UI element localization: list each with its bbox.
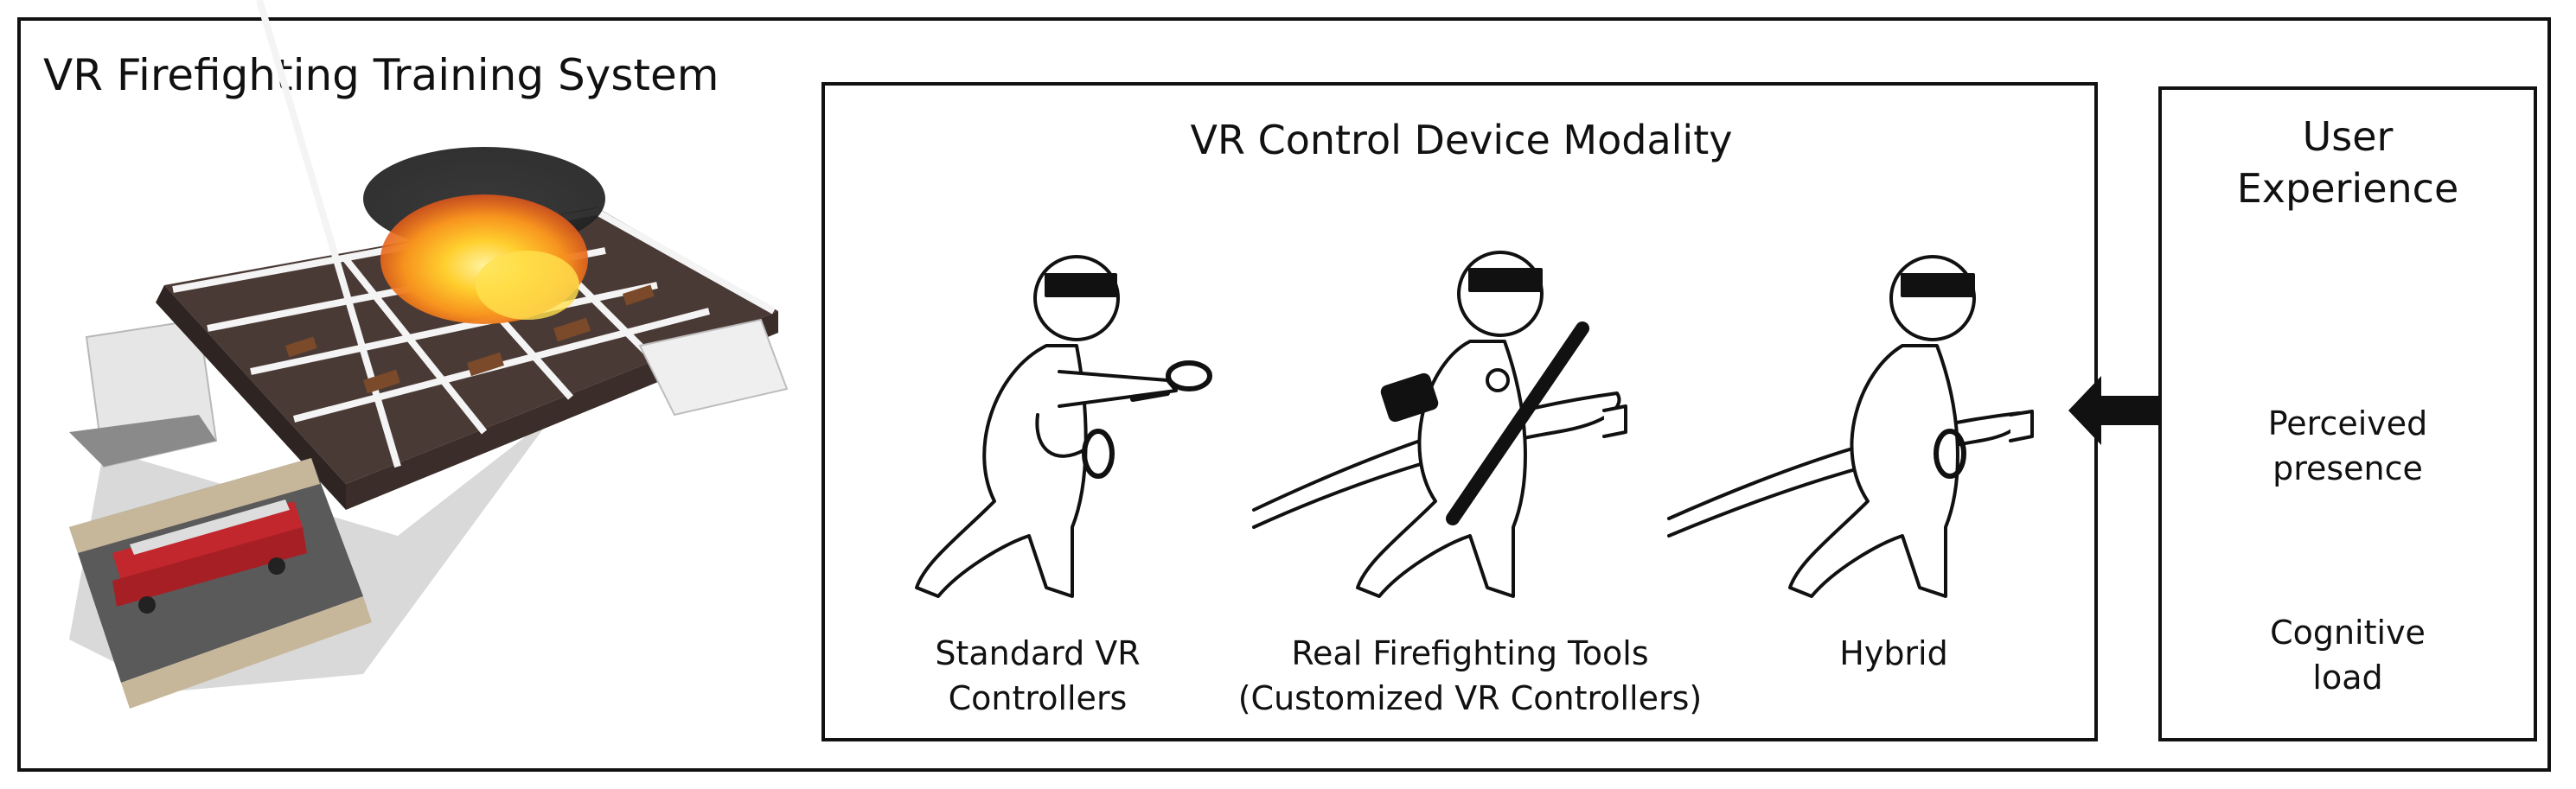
fire-core	[476, 251, 579, 320]
system-title: VR Firefighting Training System	[43, 50, 719, 100]
building-side	[156, 285, 346, 510]
figure-real-tools	[1252, 251, 1627, 598]
fire-axe-pole	[1446, 321, 1589, 525]
vr-controller-icon	[1082, 429, 1115, 479]
vr-headset-icon	[1901, 273, 1975, 297]
hose-coupling-icon	[1602, 404, 1627, 438]
sidewalk-lower	[121, 596, 372, 709]
annex-roof	[69, 415, 216, 467]
user-experience-title: User Experience	[2236, 113, 2459, 212]
furniture	[285, 284, 655, 394]
figure-frame	[17, 17, 2551, 772]
option-label-real-tools: Real Firefighting Tools (Customized VR C…	[1237, 634, 1703, 717]
option-label-hybrid: Hybrid	[1839, 634, 1948, 672]
modality-title: VR Control Device Modality	[1190, 117, 1733, 163]
vr-scene-illustration	[69, 0, 789, 709]
right-wing	[638, 318, 789, 417]
nozzle-icon	[1380, 372, 1439, 423]
measure-perceived-presence: Perceived presence	[2267, 404, 2428, 487]
fire-truck	[112, 499, 307, 614]
figure-standard-controllers	[915, 255, 1212, 598]
vr-headset-icon	[1045, 273, 1117, 297]
user-experience-box	[2158, 86, 2537, 741]
figure-hybrid	[1667, 255, 2034, 598]
sidewalk	[69, 458, 320, 553]
vr-headset-icon	[1468, 268, 1543, 292]
measure-cognitive-load: Cognitive load	[2270, 614, 2426, 697]
option-label-standard: Standard VR Controllers	[935, 634, 1141, 717]
hose-coupling-icon	[2009, 410, 2034, 442]
vr-controller-icon	[1934, 429, 1966, 479]
vr-controller-icon	[1166, 360, 1212, 391]
